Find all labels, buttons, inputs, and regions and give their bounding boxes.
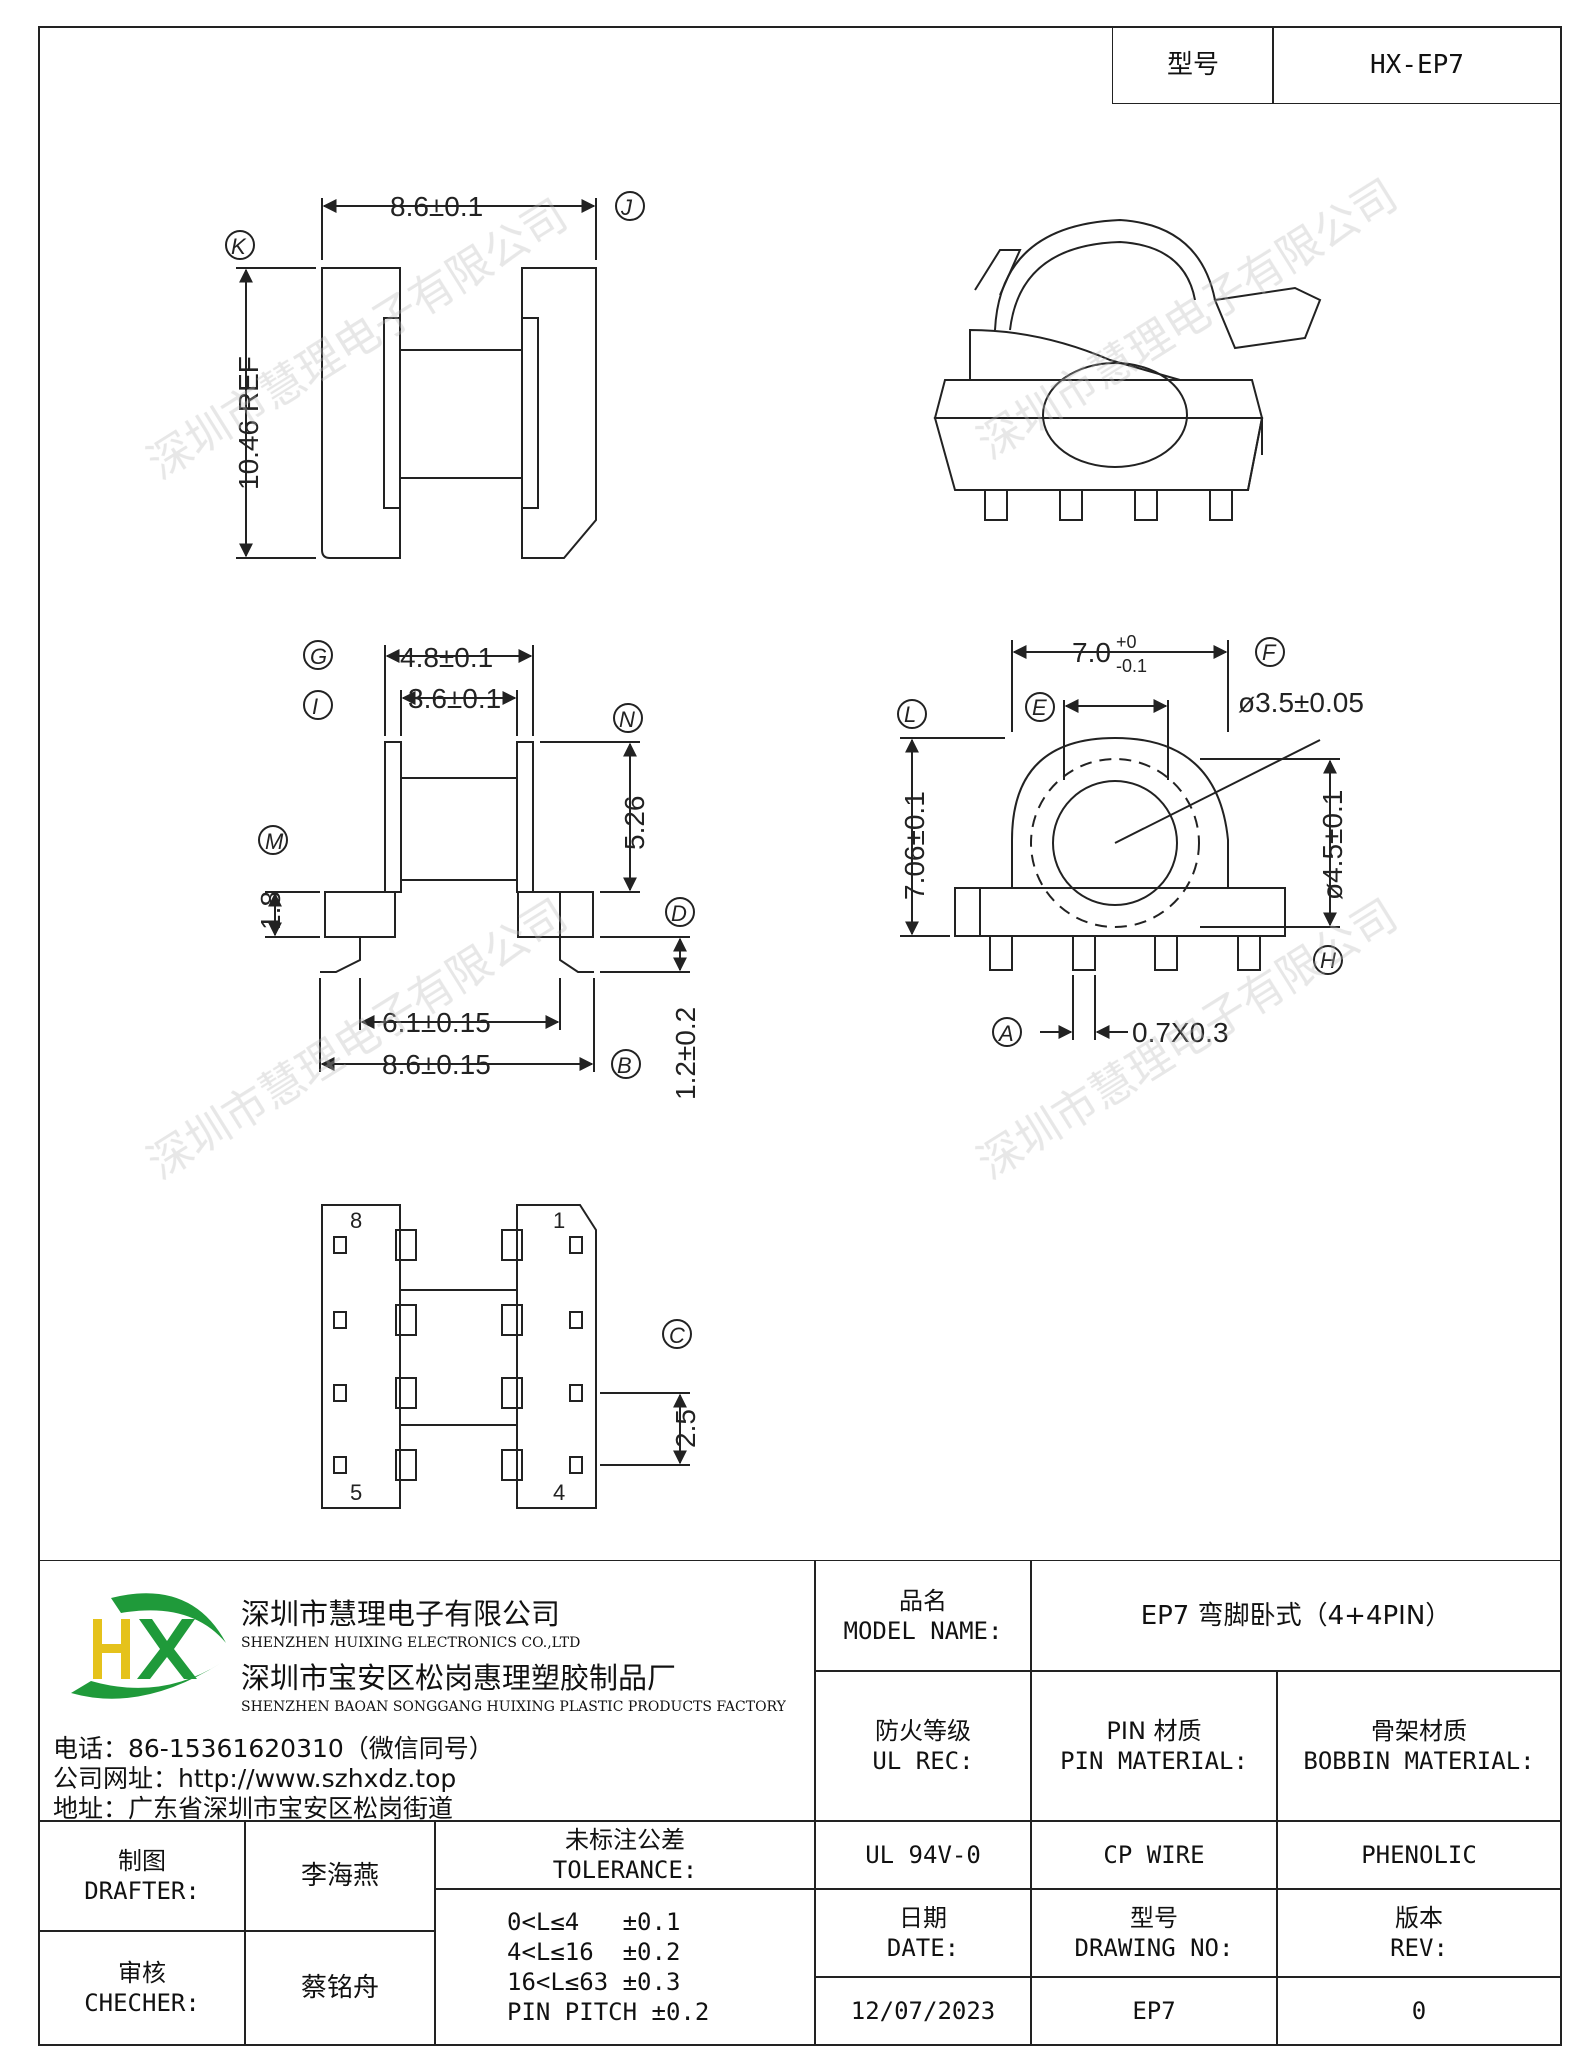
bottom-view	[321, 1204, 692, 1509]
label-f: F	[1262, 640, 1277, 665]
dim-front-base: 1.8	[255, 891, 286, 930]
dim-side-height: 10.46 REF	[233, 356, 264, 490]
label-l: L	[904, 702, 916, 727]
factory-name-cn: 深圳市宝安区松岗惠理塑胶制品厂	[241, 1661, 677, 1695]
iso-view	[933, 218, 1322, 521]
date-value: 12/07/2023	[814, 1976, 1032, 2046]
dim-side-width: 8.6±0.1	[390, 191, 483, 222]
dim-right-width: 7.0	[1072, 637, 1111, 668]
label-n: N	[619, 707, 635, 732]
side-view	[225, 191, 645, 559]
label-i: I	[312, 694, 318, 719]
company-block: 深圳市慧理电子有限公司 SHENZHEN HUIXING ELECTRONICS…	[38, 1560, 816, 1823]
bobbin-material-value: PHENOLIC	[1276, 1820, 1562, 1890]
dim-bottom-pitch: 2.5	[670, 1409, 701, 1448]
dim-right-width-tol-up: +0	[1116, 632, 1137, 652]
model-label-cell: 型号	[1112, 26, 1274, 104]
company-name-en: SHENZHEN HUIXING ELECTRONICS CO.,LTD	[241, 1635, 581, 1651]
dim-front-total: 8.6±0.15	[382, 1049, 491, 1080]
date-label: 日期 DATE:	[814, 1888, 1032, 1978]
label-c: C	[669, 1323, 685, 1348]
company-website: 公司网址：http://www.szhxdz.top	[53, 1764, 457, 1793]
watermark-3: 深圳市慧理电子有限公司	[139, 890, 576, 1190]
model-label: 型号	[1166, 49, 1219, 80]
label-d: D	[671, 901, 687, 926]
dim-front-pin-pitch: 6.1±0.15	[382, 1007, 491, 1038]
model-name-label: 品名 MODEL NAME:	[814, 1560, 1032, 1672]
ul-value: UL 94V-0	[814, 1820, 1032, 1890]
dim-right-hole: ø3.5±0.05	[1238, 687, 1364, 718]
technical-drawing: 8.6±0.1 J K 10.46 REF 4.8±0.1 3.6±0.1 G …	[139, 170, 1406, 1509]
checker-name: 蔡铭舟	[244, 1930, 436, 2046]
pin-label-5: 5	[350, 1480, 362, 1505]
watermark-4: 深圳市慧理电子有限公司	[969, 890, 1406, 1190]
label-j: J	[620, 195, 633, 220]
dim-right-height: 7.06±0.1	[899, 791, 930, 900]
dim-right-pin: 0.7X0.3	[1132, 1017, 1229, 1048]
rev-label: 版本 REV:	[1276, 1888, 1562, 1978]
tolerance-label: 未标注公差 TOLERANCE:	[434, 1820, 816, 1890]
ul-label: 防火等级 UL REC:	[814, 1670, 1032, 1822]
drawing-no-value: EP7	[1030, 1976, 1278, 2046]
model-value: HX-EP7	[1370, 49, 1464, 80]
pin-material-value: CP WIRE	[1030, 1820, 1278, 1890]
dim-front-top-outer: 4.8±0.1	[400, 642, 493, 673]
dim-front-pin-drop: 1.2±0.2	[670, 1007, 701, 1100]
pin-label-4: 4	[553, 1480, 565, 1505]
drafter-name: 李海燕	[244, 1820, 436, 1932]
company-logo	[71, 1593, 226, 1699]
dim-front-top-inner: 3.6±0.1	[408, 683, 501, 714]
drawing-no-label: 型号 DRAWING NO:	[1030, 1888, 1278, 1978]
model-name-value: EP7 弯脚卧式（4+4PIN）	[1030, 1560, 1562, 1672]
pin-material-label: PIN 材质 PIN MATERIAL:	[1030, 1670, 1278, 1822]
company-address: 地址：广东省深圳市宝安区松岗街道	[53, 1794, 454, 1823]
drafter-label: 制图 DRAFTER:	[38, 1820, 246, 1932]
label-m: M	[265, 829, 284, 854]
tolerance-values: 0<L≤4 ±0.1 4<L≤16 ±0.2 16<L≤63 ±0.3 PIN …	[434, 1888, 816, 2046]
label-h: H	[1320, 948, 1336, 973]
label-g: G	[310, 644, 327, 669]
company-name-cn: 深圳市慧理电子有限公司	[241, 1597, 561, 1631]
label-e: E	[1032, 695, 1047, 720]
rev-value: 0	[1276, 1976, 1562, 2046]
label-k: K	[231, 234, 247, 259]
dim-right-width-tol-dn: -0.1	[1116, 656, 1147, 676]
bobbin-material-label: 骨架材质 BOBBIN MATERIAL:	[1276, 1670, 1562, 1822]
company-phone: 电话：86-15361620310（微信同号）	[53, 1734, 494, 1763]
label-a: A	[997, 1021, 1014, 1046]
watermark-1: 深圳市慧理电子有限公司	[139, 190, 576, 490]
right-view	[897, 637, 1343, 1047]
front-view	[258, 640, 695, 1079]
dim-front-height: 5.26	[619, 796, 650, 851]
watermark-2: 深圳市慧理电子有限公司	[969, 170, 1406, 470]
checker-label: 审核 CHECHER:	[38, 1930, 246, 2046]
pin-label-1: 1	[553, 1208, 565, 1233]
label-b: B	[617, 1053, 632, 1078]
model-value-cell: HX-EP7	[1272, 26, 1562, 104]
dim-right-circle: ø4.5±0.1	[1317, 790, 1348, 900]
pin-label-8: 8	[350, 1208, 362, 1233]
factory-name-en: SHENZHEN BAOAN SONGGANG HUIXING PLASTIC …	[241, 1699, 786, 1715]
